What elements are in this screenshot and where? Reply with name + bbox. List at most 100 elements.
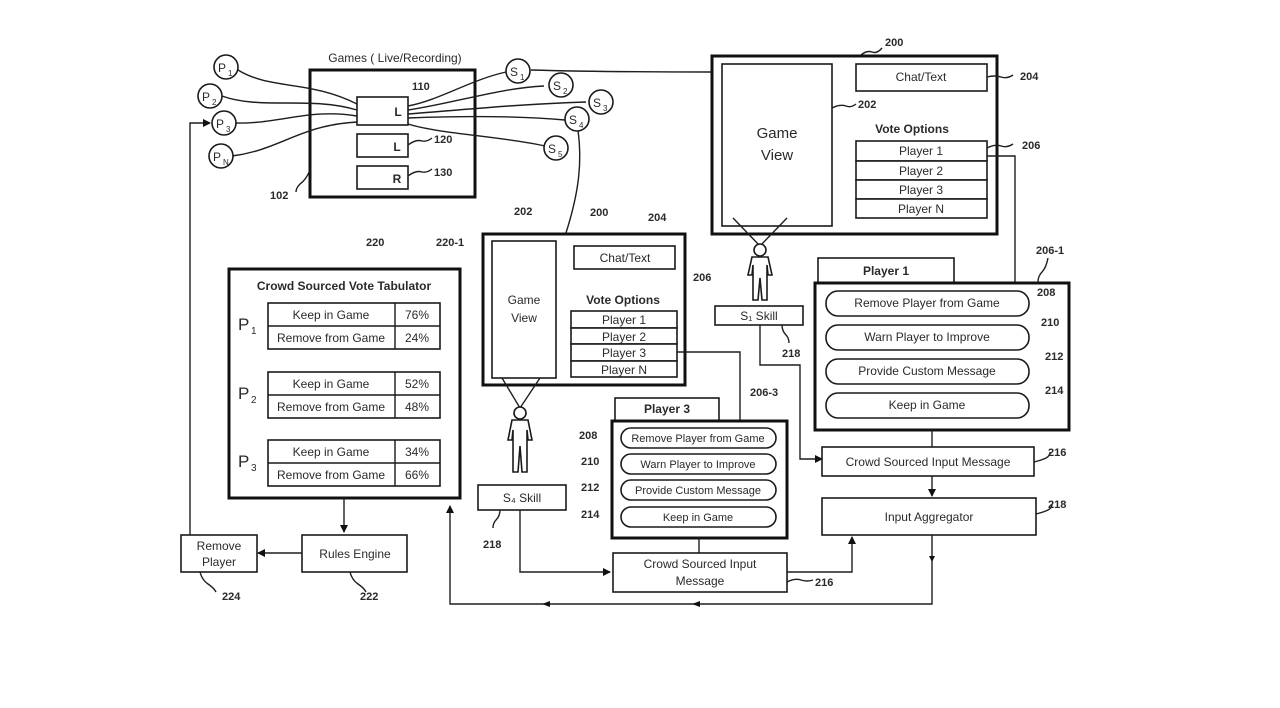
spectator-s1-figure-icon — [732, 217, 788, 301]
game-slot-recording[interactable] — [356, 165, 409, 190]
svg-text:206-3: 206-3 — [750, 387, 778, 399]
svg-text:210: 210 — [581, 456, 599, 468]
p3-warn-player-button[interactable] — [620, 453, 777, 475]
svg-text:214: 214 — [1045, 385, 1064, 397]
svg-text:218: 218 — [1048, 499, 1066, 511]
skill-s1-box[interactable] — [714, 305, 804, 326]
player-node-p2[interactable]: P 2 — [197, 83, 223, 109]
tabulator-keep-label: Keep in Game — [293, 445, 370, 459]
svg-text:Input Aggregator: Input Aggregator — [885, 510, 974, 524]
svg-text:S: S — [548, 142, 556, 156]
spectator-node-s4[interactable]: S 4 — [564, 106, 590, 132]
p3-keep-in-game-button[interactable] — [620, 506, 777, 528]
svg-text:Player 3: Player 3 — [602, 346, 646, 360]
svg-text:View: View — [511, 311, 537, 325]
svg-text:Player 3: Player 3 — [644, 402, 690, 416]
skill-s1: S₁ Skill 218 — [714, 305, 823, 463]
svg-text:Warn Player to Improve: Warn Player to Improve — [640, 459, 755, 471]
vote-options-small: Player 1 Player 2 Player 3 Player N — [570, 310, 678, 378]
input-aggregator: Input Aggregator 218 — [446, 497, 1066, 607]
vote-options-title-main: Vote Options — [875, 122, 949, 136]
player3-tab[interactable] — [614, 397, 720, 423]
spectator-wires — [407, 69, 713, 237]
svg-text:Crowd Sourced Input Message: Crowd Sourced Input Message — [846, 455, 1011, 469]
svg-text:220: 220 — [366, 237, 384, 249]
svg-text:S: S — [593, 96, 601, 110]
svg-text:S₄ Skill: S₄ Skill — [503, 491, 541, 505]
svg-text:Player 2: Player 2 — [602, 330, 646, 344]
svg-text:P: P — [216, 117, 224, 131]
svg-text:Chat/Text: Chat/Text — [896, 70, 947, 84]
svg-text:Player 3: Player 3 — [899, 183, 943, 197]
ref-120-leader — [407, 137, 433, 146]
player-node-pn[interactable]: P N — [208, 143, 234, 169]
svg-text:4: 4 — [579, 121, 584, 130]
player-node-p1[interactable]: P 1 — [213, 54, 239, 80]
vote-option-player-n[interactable] — [855, 198, 988, 219]
svg-text:Remove Player from Game: Remove Player from Game — [854, 296, 1000, 310]
vote-options-main: Player 1 Player 2 Player 3 Player N — [855, 140, 988, 219]
spectator-node-s1[interactable]: S 1 — [505, 58, 531, 84]
svg-text:212: 212 — [1045, 351, 1063, 363]
tabulator-player-label: P — [238, 315, 249, 334]
ref-204-main: 204 — [1020, 71, 1039, 83]
spectator-node-s3[interactable]: S 3 — [588, 89, 614, 115]
svg-text:Game: Game — [757, 125, 798, 142]
skill-s4: S₄ Skill 218 — [477, 484, 611, 576]
vote-option-small-player-n[interactable] — [570, 360, 678, 378]
p1-custom-message-button[interactable] — [825, 358, 1030, 385]
tabulator-player-sub: 1 — [251, 326, 257, 337]
svg-text:S: S — [510, 65, 518, 79]
spectator-node-s2[interactable]: S 2 — [548, 72, 574, 98]
game-view-small[interactable] — [491, 240, 557, 379]
ref-102: 102 — [270, 190, 288, 202]
svg-text:S: S — [569, 113, 577, 127]
chat-text-main[interactable] — [855, 63, 988, 92]
p1-warn-player-button[interactable] — [825, 324, 1030, 351]
rules-engine-box[interactable] — [301, 534, 408, 573]
svg-text:Player: Player — [202, 555, 236, 569]
tabulator-remove-label: Remove from Game — [277, 468, 385, 482]
p3-custom-message-button[interactable] — [620, 479, 777, 501]
game-view-main[interactable] — [721, 63, 833, 227]
svg-text:P: P — [202, 90, 210, 104]
svg-text:P: P — [218, 61, 226, 75]
chat-text-small[interactable] — [573, 245, 676, 270]
game-slot-live-2[interactable] — [356, 133, 409, 158]
svg-text:3: 3 — [226, 125, 231, 134]
svg-text:216: 216 — [815, 577, 833, 589]
ref-206-main: 206 — [1022, 140, 1040, 152]
player-wires — [221, 69, 358, 157]
game-slot-live-1[interactable] — [356, 96, 409, 126]
tabulator-keep-pct: 34% — [405, 445, 429, 459]
tabulator-keep-label: Keep in Game — [293, 377, 370, 391]
svg-text:Player 1: Player 1 — [602, 313, 646, 327]
svg-text:218: 218 — [782, 348, 800, 360]
remove-player-box[interactable] — [180, 534, 258, 573]
svg-text:1: 1 — [228, 69, 233, 78]
svg-text:Chat/Text: Chat/Text — [600, 251, 651, 265]
p1-remove-player-button[interactable] — [825, 290, 1030, 317]
player1-panel: Player 1 206-1 Remove Player from Game 2… — [813, 245, 1071, 432]
game-slot-recording-label: R — [393, 172, 402, 186]
svg-text:200: 200 — [590, 207, 608, 219]
player-node-p3[interactable]: P 3 — [211, 110, 237, 136]
tabulator-player-sub: 2 — [251, 395, 257, 406]
p1-keep-in-game-button[interactable] — [825, 392, 1030, 419]
svg-text:N: N — [223, 158, 229, 167]
remove-player: Remove Player 224 — [180, 119, 258, 603]
ref-102-leader — [295, 169, 311, 193]
p3-remove-player-button[interactable] — [620, 427, 777, 449]
svg-text:206: 206 — [693, 272, 711, 284]
spectator-node-s5[interactable]: S 5 — [543, 135, 569, 161]
skill-s4-box[interactable] — [477, 484, 567, 511]
input-aggregator-box[interactable] — [821, 497, 1037, 536]
ref-130-leader — [407, 168, 433, 177]
rules-engine: Rules Engine 222 — [257, 534, 408, 603]
svg-text:2: 2 — [212, 98, 217, 107]
player-nodes: P 1 P 2 P 3 P N — [197, 54, 239, 169]
svg-text:Rules Engine: Rules Engine — [319, 547, 391, 561]
